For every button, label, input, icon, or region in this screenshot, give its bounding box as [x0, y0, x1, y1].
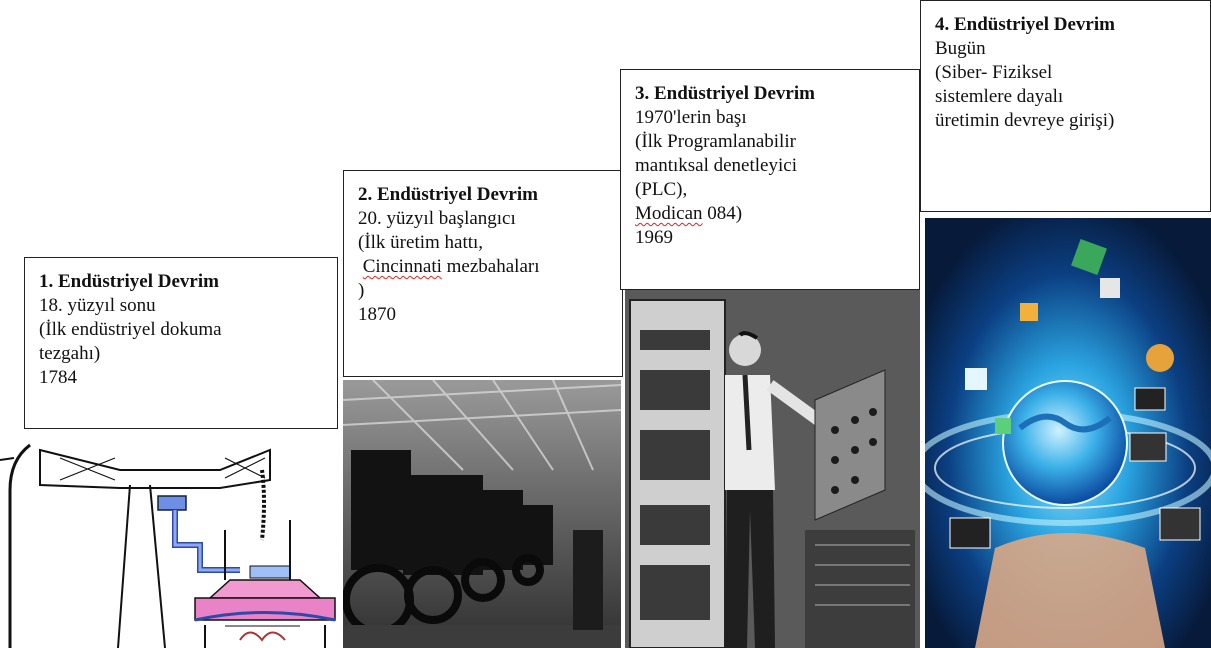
revolution-1-title: 1. Endüstriyel Devrim	[39, 270, 323, 294]
revolution-4-desc-end: üretimin devreye girişi)	[935, 109, 1196, 133]
revolution-3-model-number: 084)	[707, 203, 742, 224]
revolution-2-close-paren: )	[358, 279, 608, 303]
revolution-3-period: 1970'lerin başı	[635, 106, 905, 130]
revolution-1-desc-cont: tezgahı)	[39, 342, 323, 366]
revolution-4-card: 4. Endüstriyel Devrim Bugün (Siber- Fizi…	[920, 0, 1211, 212]
revolution-1-card: 1. Endüstriyel Devrim 18. yüzyıl sonu (İ…	[24, 257, 338, 429]
revolution-3-desc: (İlk Programlanabilir	[635, 130, 905, 154]
revolution-2-desc: (İlk üretim hattı,	[358, 231, 608, 255]
revolution-3-card: 3. Endüstriyel Devrim 1970'lerin başı (İ…	[620, 69, 920, 290]
revolution-1-desc: (İlk endüstriyel dokuma	[39, 318, 323, 342]
assembly-line-image	[343, 380, 621, 648]
revolution-2-year: 1870	[358, 303, 608, 327]
revolution-2-period: 20. yüzyıl başlangıcı	[358, 207, 608, 231]
revolution-3-title: 3. Endüstriyel Devrim	[635, 82, 905, 106]
revolution-3-year: 1969	[635, 226, 905, 250]
revolution-4-desc: (Siber- Fiziksel	[935, 61, 1196, 85]
revolution-3-desc-cont: mantıksal denetleyici	[635, 154, 905, 178]
cyber-physical-image	[925, 218, 1211, 648]
steam-engine-image	[0, 430, 340, 648]
revolution-4-desc-cont: sistemlere dayalı	[935, 85, 1196, 109]
revolution-2-place-cont: mezbahaları	[447, 256, 540, 277]
revolution-4-title: 4. Endüstriyel Devrim	[935, 13, 1196, 37]
revolution-1-year: 1784	[39, 366, 323, 390]
revolution-2-place: Cincinnati	[363, 256, 442, 277]
revolution-3-plc: (PLC),	[635, 178, 905, 202]
revolution-2-title: 2. Endüstriyel Devrim	[358, 183, 608, 207]
plc-operator-image	[625, 290, 920, 648]
revolution-3-model: Modican 084)	[635, 202, 905, 226]
revolution-2-card: 2. Endüstriyel Devrim 20. yüzyıl başlang…	[343, 170, 623, 377]
revolution-3-model-name: Modican	[635, 203, 703, 224]
revolution-4-period: Bugün	[935, 37, 1196, 61]
revolution-2-desc-cont: Cincinnati mezbahaları	[358, 255, 608, 279]
revolution-1-period: 18. yüzyıl sonu	[39, 294, 323, 318]
